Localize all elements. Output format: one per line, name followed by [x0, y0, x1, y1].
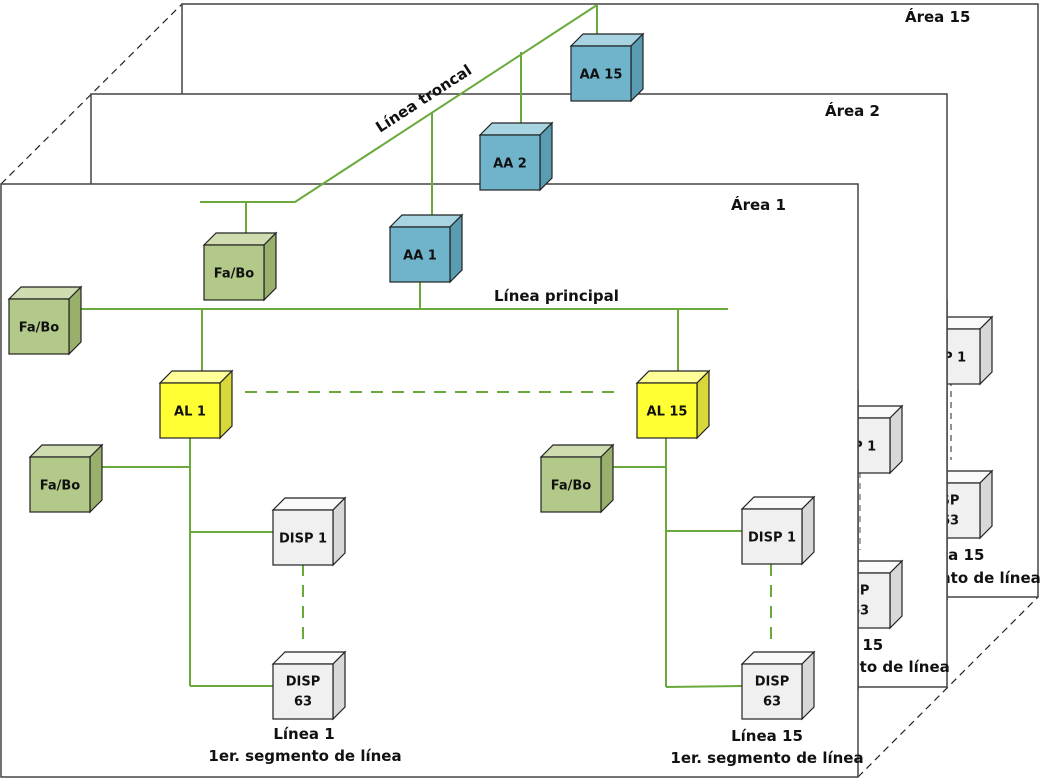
line-1-device-63[interactable]: DISP 63 [271, 650, 347, 721]
area-1-title: Área 1 [731, 195, 786, 214]
power-supply-backbone[interactable]: Fa/Bo [202, 231, 278, 302]
area-coupler-aa2[interactable]: AA 2 [478, 121, 554, 192]
box-side-face [979, 315, 993, 386]
box-front-face [389, 226, 451, 283]
box-side-face [600, 443, 614, 514]
line-15-title: Línea 15 [731, 727, 803, 745]
box-front-face [159, 382, 221, 439]
area-15-line-15-title: ea 15 [938, 546, 984, 564]
box-side-face [332, 496, 346, 567]
backbone-line [200, 4, 598, 203]
box-front-face [272, 509, 334, 566]
node-label: DISP [286, 675, 321, 690]
main-line-label: Línea principal [494, 287, 619, 305]
node-label: AL 15 [647, 405, 688, 420]
line-15-device-1[interactable]: DISP 1 [740, 495, 816, 566]
box-front-face [8, 298, 70, 355]
box-side-face [219, 369, 233, 440]
box-side-face [630, 32, 644, 103]
box-side-face [68, 285, 82, 356]
line-15-subtitle: 1er. segmento de línea [670, 749, 863, 767]
node-label: 63 [294, 695, 312, 710]
box-side-face [801, 495, 815, 566]
box-side-face [332, 650, 346, 721]
box-side-face [889, 404, 903, 475]
box-front-face [741, 663, 803, 720]
node-label: AA 15 [580, 68, 623, 83]
box-side-face [801, 650, 815, 721]
box-front-face [29, 456, 91, 513]
box-side-face [89, 443, 103, 514]
area-2-title: Área 2 [825, 101, 880, 120]
node-label: AA 2 [493, 157, 527, 172]
bus-lines [80, 4, 743, 688]
node-label: AA 1 [403, 249, 437, 264]
box-side-face [449, 213, 463, 284]
perspective-line-bottom-right [857, 596, 1039, 778]
box-front-face [540, 456, 602, 513]
line-1-subtitle: 1er. segmento de línea [208, 747, 401, 765]
box-side-face [539, 121, 553, 192]
area-coupler-aa1[interactable]: AA 1 [388, 213, 464, 284]
box-front-face [570, 45, 632, 102]
node-label: Fa/Bo [40, 479, 81, 494]
line-1-title: Línea 1 [273, 725, 334, 743]
node-label: Fa/Bo [214, 267, 255, 282]
node-label: AL 1 [174, 405, 206, 420]
line-1-device-1[interactable]: DISP 1 [271, 496, 347, 567]
node-label: Fa/Bo [19, 321, 60, 336]
perspective-line-top-left [0, 3, 183, 185]
node-label: DISP 1 [279, 532, 327, 547]
box-side-face [889, 559, 903, 630]
line-15-device-63[interactable]: DISP 63 [740, 650, 816, 721]
box-front-face [479, 134, 541, 191]
box-side-face [979, 469, 993, 540]
box-side-face [263, 231, 277, 302]
power-supply-line-1[interactable]: Fa/Bo [28, 443, 104, 514]
area-1-panel: Área 1 [0, 183, 859, 778]
area-2-line-15-subtitle: nto de línea [849, 658, 950, 676]
node-label: DISP 1 [748, 531, 796, 546]
dashed-green-links [245, 391, 772, 642]
area-1-frame [0, 183, 859, 778]
area-coupler-aa15[interactable]: AA 15 [569, 32, 645, 103]
line-coupler-al15[interactable]: AL 15 [635, 369, 711, 440]
area-15-title: Área 15 [905, 7, 970, 26]
node-label: Fa/Bo [551, 479, 592, 494]
node-label: 63 [763, 695, 781, 710]
area-15-line-15-subtitle: nto de línea [940, 569, 1041, 587]
box-front-face [203, 244, 265, 301]
power-supply-line-15[interactable]: Fa/Bo [539, 443, 615, 514]
box-front-face [636, 382, 698, 439]
power-supply-main-line[interactable]: Fa/Bo [7, 285, 83, 356]
line-15-to-disp63 [665, 685, 743, 688]
line-coupler-al1[interactable]: AL 1 [158, 369, 234, 440]
box-front-face [741, 508, 803, 565]
box-side-face [696, 369, 710, 440]
box-front-face [272, 663, 334, 720]
node-label: DISP [755, 675, 790, 690]
